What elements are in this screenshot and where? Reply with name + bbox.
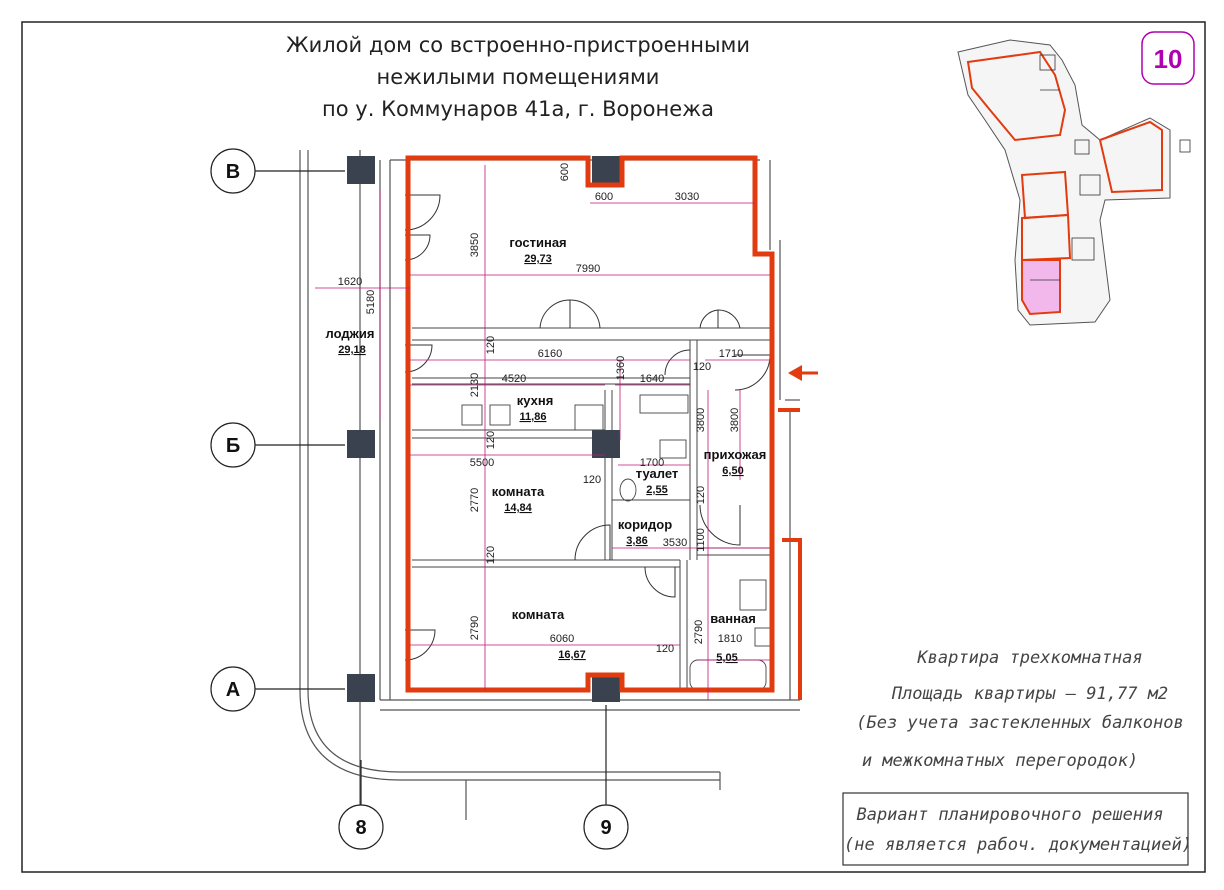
room-name-living: гостиная xyxy=(509,235,566,250)
room-name-corridor: коридор xyxy=(618,517,672,532)
dim-label: 4520 xyxy=(502,373,526,385)
dim-label: 1640 xyxy=(640,373,664,385)
dim-label: 3800 xyxy=(695,408,707,432)
room-area-kitchen: 11,86 xyxy=(520,411,547,423)
axis-label-b: Б xyxy=(226,435,240,457)
dim-label: 120 xyxy=(695,486,707,504)
dim-label: 2130 xyxy=(469,373,481,397)
room-area-corridor: 3,86 xyxy=(626,535,647,547)
variant-line-1: Вариант планировочного решения xyxy=(856,805,1163,825)
room-area-bathroom: 5,05 xyxy=(716,652,737,664)
dim-label: 120 xyxy=(583,474,601,486)
building-walls xyxy=(299,150,800,820)
dim-label: 120 xyxy=(693,361,711,373)
room-area-toilet: 2,55 xyxy=(646,484,667,496)
column-pillars xyxy=(347,156,620,702)
sheet-number-badge xyxy=(1141,31,1195,85)
key-plan-highlight xyxy=(1021,259,1061,316)
partitions xyxy=(412,327,770,690)
sheet-number: 10 xyxy=(1154,44,1183,74)
room-name-loggia: лоджия xyxy=(326,326,375,341)
dim-label: 3850 xyxy=(469,233,481,257)
dim-label: 120 xyxy=(656,643,674,655)
dim-label: 600 xyxy=(595,191,613,203)
dim-label: 1810 xyxy=(718,633,742,645)
apartment-outline xyxy=(405,155,775,693)
room-area-bedroom-1: 14,84 xyxy=(504,502,532,514)
axis-bubbles xyxy=(210,148,629,850)
room-name-kitchen: кухня xyxy=(517,393,554,408)
sheet-frame xyxy=(21,21,1206,873)
dim-label: 1710 xyxy=(719,348,743,360)
dim-label: 6060 xyxy=(550,633,574,645)
title-line-1: Жилой дом со встроенно-пристроенными xyxy=(286,33,750,57)
axis-label-v: В xyxy=(226,161,240,183)
entrance-arrow-icon xyxy=(788,365,818,381)
dim-label: 3800 xyxy=(729,408,741,432)
area-note-line-2: и межкомнатных перегородок) xyxy=(862,751,1138,771)
neighbor-outline xyxy=(778,408,802,700)
room-name-bedroom-2: комната xyxy=(512,607,565,622)
dim-label: 120 xyxy=(485,336,497,354)
variant-box xyxy=(842,792,1189,866)
key-plan xyxy=(957,31,1195,326)
dim-label: 2790 xyxy=(469,616,481,640)
dim-label: 2790 xyxy=(693,620,705,644)
dim-label: 600 xyxy=(559,163,571,181)
apartment-area: Площадь квартиры – 91,77 м2 xyxy=(891,684,1168,704)
dimension-lines xyxy=(315,165,770,700)
variant-line-2: (не является рабоч. документацией) xyxy=(844,835,1192,855)
apartment-type: Квартира трехкомнатная xyxy=(916,648,1142,668)
dim-label: 3530 xyxy=(663,537,687,549)
room-name-bedroom-1: комната xyxy=(492,484,545,499)
dim-label: 1620 xyxy=(338,276,362,288)
dim-label: 6160 xyxy=(538,348,562,360)
dim-label: 3030 xyxy=(675,191,699,203)
axis-label-8: 8 xyxy=(355,817,366,839)
dim-label: 120 xyxy=(485,546,497,564)
axis-label-a: А xyxy=(226,679,240,701)
dim-label: 1360 xyxy=(615,356,627,380)
dim-label: 7990 xyxy=(576,263,600,275)
room-area-living: 29,73 xyxy=(524,253,552,265)
title-line-3: по у. Коммунаров 41а, г. Воронежа xyxy=(322,97,714,121)
dim-label: 5500 xyxy=(470,457,494,469)
dim-label: 120 xyxy=(485,431,497,449)
room-area-bedroom-2: 16,67 xyxy=(558,649,586,661)
dim-label: 5180 xyxy=(365,290,377,314)
room-area-loggia: 29,18 xyxy=(338,344,366,356)
dim-label: 2770 xyxy=(469,488,481,512)
dim-label: 1700 xyxy=(640,457,664,469)
room-name-hall: прихожая xyxy=(704,447,767,462)
room-area-hall: 6,50 xyxy=(722,465,743,477)
title-line-2: нежилыми помещениями xyxy=(377,65,660,89)
axis-label-9: 9 xyxy=(600,817,611,839)
room-name-toilet: туалет xyxy=(636,466,679,481)
room-name-bathroom: ванная xyxy=(710,611,756,626)
dim-label: 1100 xyxy=(695,528,707,552)
area-note-line-1: (Без учета застекленных балконов xyxy=(856,713,1184,733)
